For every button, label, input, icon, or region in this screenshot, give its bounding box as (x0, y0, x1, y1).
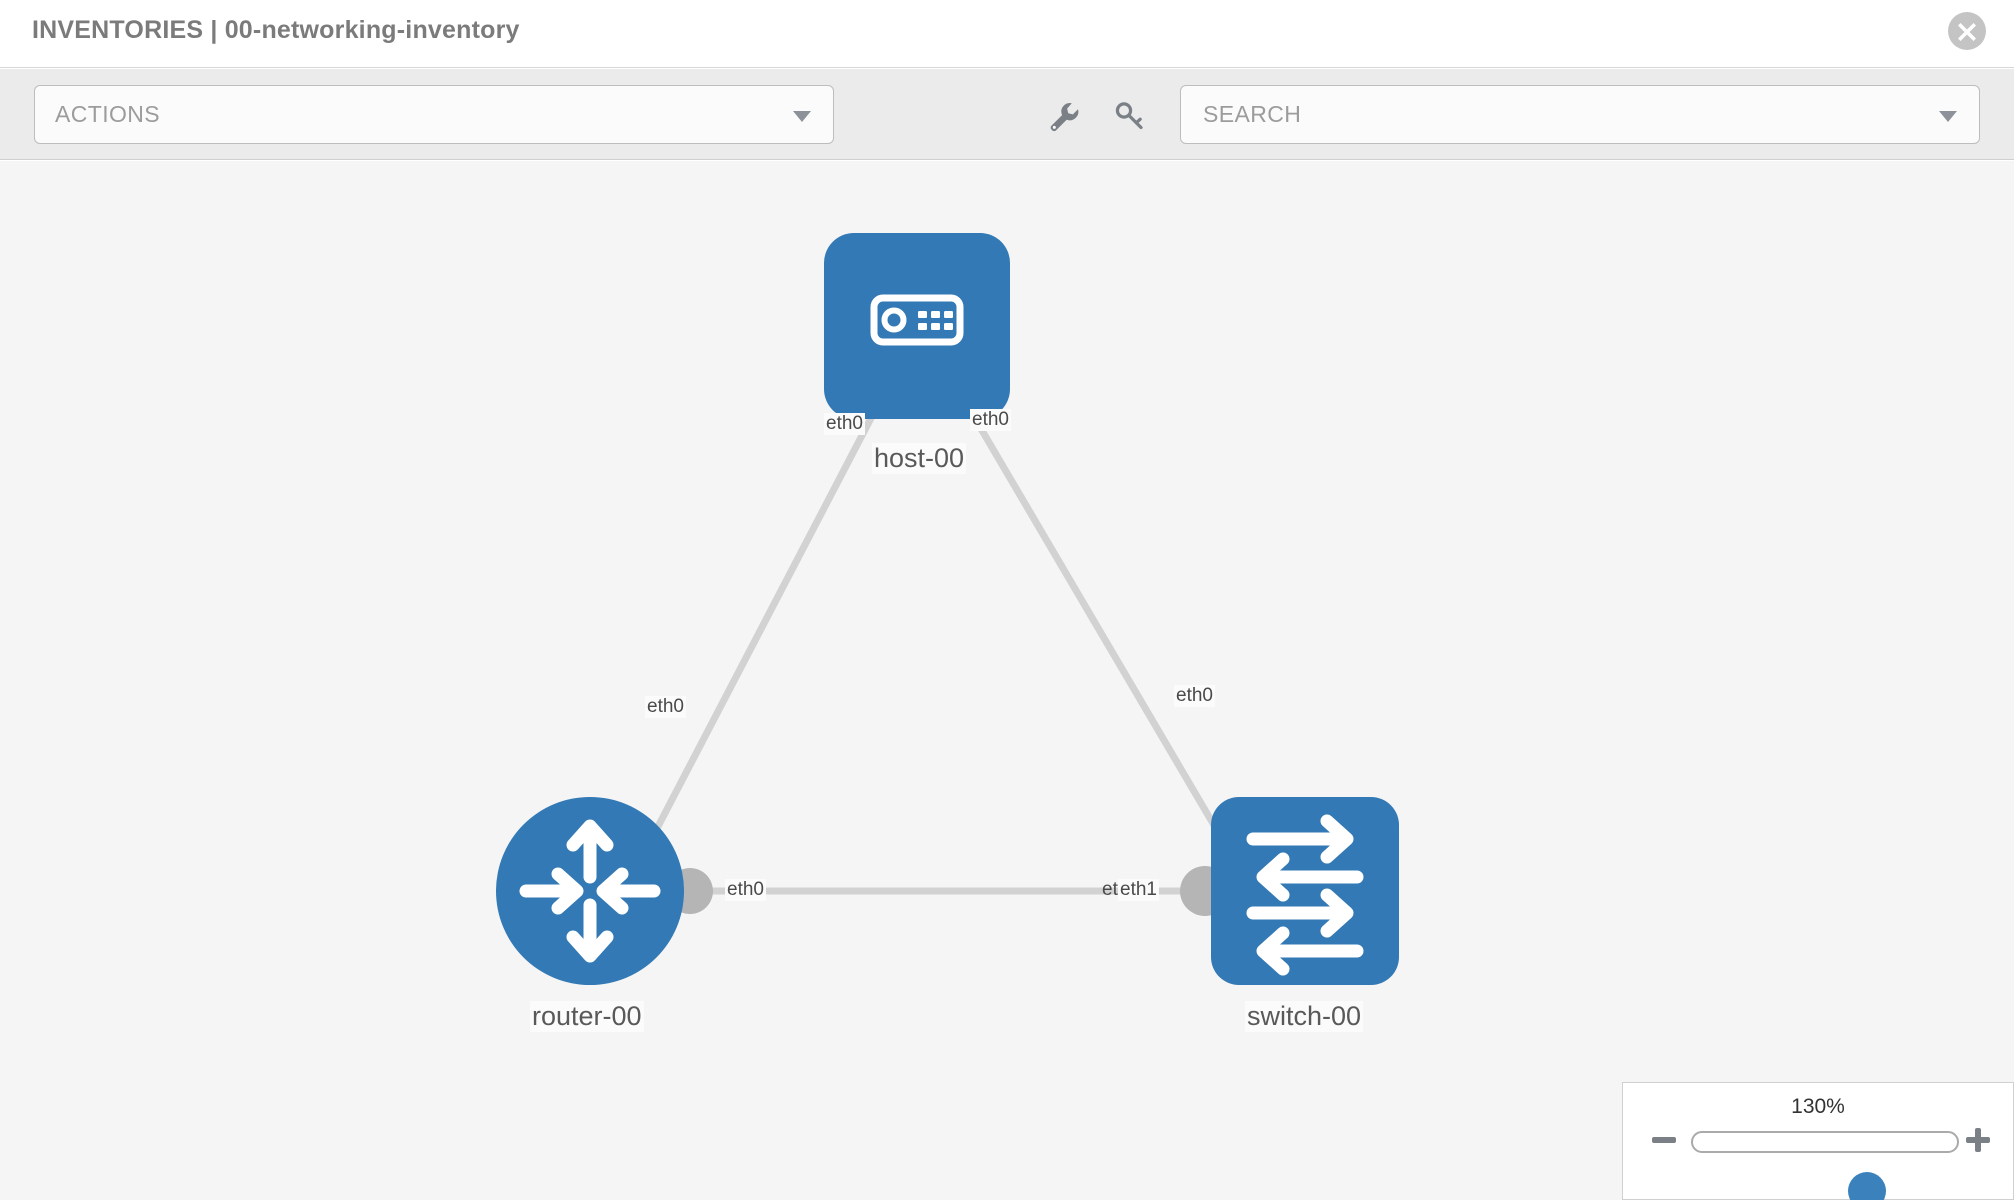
iface-label: eth0 (970, 409, 1011, 431)
key-icon[interactable] (1112, 99, 1146, 133)
actions-dropdown-label: ACTIONS (55, 101, 161, 127)
iface-label: eth0 (725, 879, 766, 901)
node-label-router-00: router-00 (530, 1001, 644, 1032)
node-label-switch-00: switch-00 (1245, 1001, 1364, 1032)
link-host-router (636, 374, 897, 863)
link-host-switch (946, 374, 1239, 863)
chevron-down-icon[interactable] (1939, 111, 1957, 122)
node-switch-00 (1211, 797, 1399, 985)
iface-label: eth0 (824, 413, 865, 435)
node-router-00 (496, 797, 684, 985)
search-field[interactable] (1180, 85, 1980, 144)
node-host-00 (824, 233, 1010, 419)
wrench-icon[interactable] (1046, 99, 1080, 133)
zoom-control-panel: 130% (1622, 1082, 2014, 1200)
actions-dropdown[interactable]: ACTIONS (34, 85, 834, 144)
chevron-down-icon (793, 111, 811, 122)
search-input[interactable] (1201, 86, 1901, 143)
node-label-host-00: host-00 (872, 443, 967, 474)
page-header: INVENTORIES | 00-networking-inventory (0, 0, 2014, 68)
iface-label: etl (1102, 879, 1123, 900)
iface-label: eth0 (645, 696, 686, 718)
zoom-slider-track[interactable] (1691, 1131, 1959, 1200)
plus-icon[interactable] (1963, 1125, 1993, 1155)
zoom-level-value: 130% (1791, 1095, 1845, 1118)
page-title: INVENTORIES | 00-networking-inventory (32, 16, 520, 44)
minus-icon[interactable] (1649, 1125, 1679, 1155)
toolbar: ACTIONS (0, 69, 2014, 160)
zoom-slider-thumb[interactable] (1848, 1172, 1887, 1200)
close-icon[interactable] (1948, 12, 1986, 50)
iface-label: eth1 (1118, 879, 1159, 901)
iface-label: eth0 (1174, 685, 1215, 707)
topology-canvas[interactable]: eth0 eth0 eth0 eth0 eth0 etl eth1 host-0… (0, 161, 2014, 1200)
